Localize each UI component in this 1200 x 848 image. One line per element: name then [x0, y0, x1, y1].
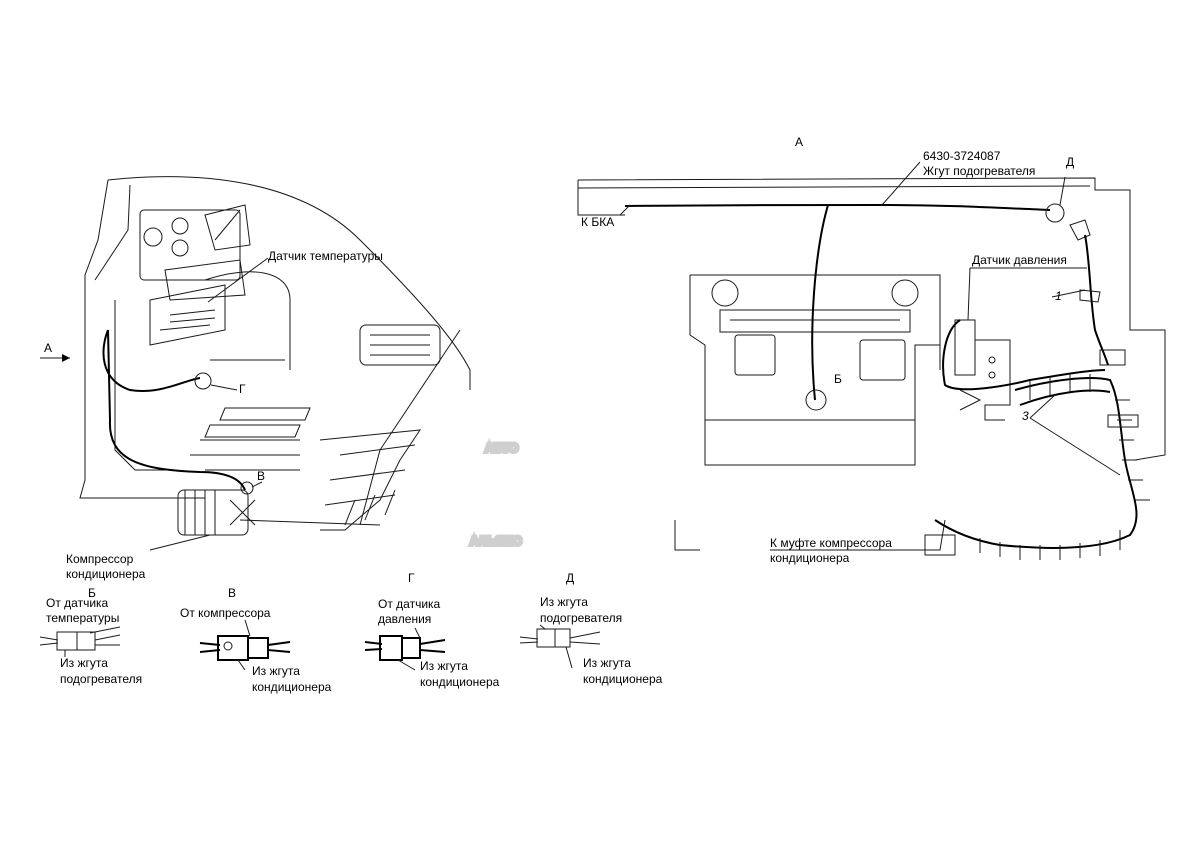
detail-v-bottom-2: кондиционера: [252, 680, 332, 694]
left-view: А Датчик температуры Г В Компрессор конд…: [40, 176, 471, 581]
conditioner-harness: [934, 377, 1138, 549]
marker-v-circle: [240, 481, 254, 495]
view-a-title: А: [795, 135, 803, 149]
marker-b-circle: [805, 389, 827, 411]
detail-d-top-1: Из жгута: [540, 595, 588, 609]
watermark: АВТО АЛЬЯНС: [468, 439, 524, 550]
to-clutch-label-1: К муфте компрессора: [770, 536, 892, 550]
detail-d: Д Из жгута подогревателя Из жгута кондиц…: [519, 571, 663, 686]
detail-b: Б От датчика температуры Из жгута подогр…: [39, 586, 142, 686]
detail-b-bottom-1: Из жгута: [60, 656, 108, 670]
detail-g-title: Г: [408, 571, 415, 585]
to-bka-label: К БКА: [581, 215, 614, 229]
detail-v: В От компрессора Из жгута кондиционера: [180, 586, 332, 694]
detail-b-title: Б: [88, 586, 96, 600]
detail-b-top-1: От датчика: [46, 596, 109, 610]
detail-g: Г От датчика давления Из жгута кондицион…: [364, 571, 500, 689]
detail-v-top-1: От компрессора: [180, 606, 271, 620]
central-unit: [689, 274, 941, 466]
pressure-sensor-label: Датчик давления: [972, 253, 1067, 267]
compressor-label-2: кондиционера: [66, 567, 146, 581]
frame-outline: [577, 177, 1166, 461]
marker-d-circle: [1045, 203, 1065, 223]
detail-g-top-1: От датчика: [378, 597, 441, 611]
heater-harness: [624, 203, 1051, 211]
detail-v-title: В: [228, 586, 236, 600]
cab-outline: [79, 176, 471, 499]
marker-d-label: Д: [1066, 155, 1074, 169]
detail-g-bottom-1: Из жгута: [420, 659, 468, 673]
harness-code-label: 6430-3724087: [923, 149, 1001, 163]
detail-d-title: Д: [566, 571, 574, 585]
temp-sensor-label: Датчик температуры: [268, 249, 383, 263]
engine-block: [139, 209, 241, 281]
detail-d-top-2: подогревателя: [540, 611, 622, 625]
to-clutch-label-2: кондиционера: [770, 551, 850, 565]
marker-g-label: Г: [239, 382, 246, 396]
detail-d-bottom-2: кондиционера: [583, 672, 663, 686]
watermark-line2: АЛЬЯНС: [470, 534, 522, 548]
compressor: [177, 489, 256, 536]
watermark-line1: АВТО: [485, 441, 518, 455]
detail-g-top-2: давления: [378, 612, 431, 626]
marker-g-circle: [194, 372, 212, 390]
right-view-a: А: [577, 135, 1166, 565]
detail-g-bottom-2: кондиционера: [420, 675, 500, 689]
marker-b-label: Б: [834, 372, 842, 386]
detail-d-bottom-1: Из жгута: [583, 656, 631, 670]
harness-left: [102, 329, 246, 491]
pos-1-label: 1: [1055, 289, 1062, 303]
detail-v-bottom-1: Из жгута: [252, 664, 300, 678]
detail-b-top-2: температуры: [46, 611, 119, 625]
view-a-arrow-label: А: [44, 341, 52, 355]
marker-v-label: В: [257, 469, 265, 483]
harness-name-label: Жгут подогревателя: [923, 164, 1035, 178]
pos-3-label: 3: [1022, 409, 1029, 423]
compressor-label-1: Компрессор: [66, 552, 134, 566]
detail-b-bottom-2: подогревателя: [60, 672, 142, 686]
pressure-sensor-bracket: [954, 319, 1011, 421]
